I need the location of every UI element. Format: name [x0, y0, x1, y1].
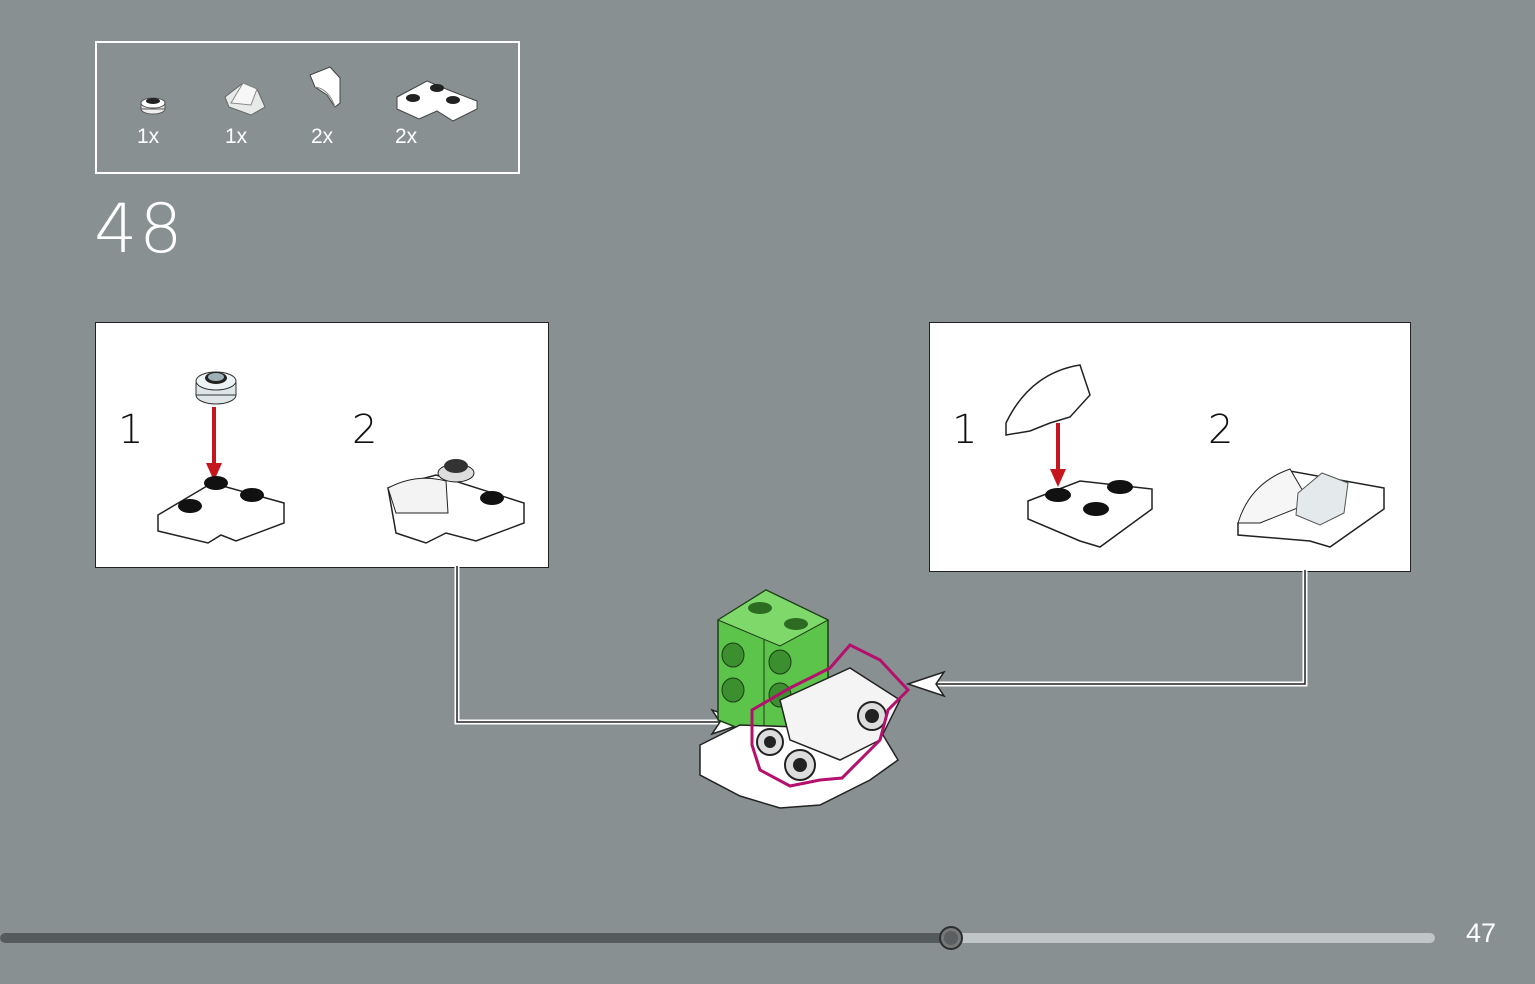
progress-slider-thumb[interactable]	[938, 926, 963, 950]
part-qty: 1x	[225, 125, 248, 148]
substep-number: 1	[952, 407, 978, 453]
corner-plate-icon	[1027, 480, 1153, 548]
left-subassembly-panel: 1 2	[95, 322, 549, 568]
corner-plate-icon	[396, 80, 478, 122]
step-number: 48	[94, 190, 185, 269]
corner-plate-icon	[157, 476, 285, 544]
white-base	[699, 667, 901, 809]
substep-number: 2	[352, 407, 378, 453]
part-slope: 1x	[221, 63, 301, 158]
substep-number: 2	[1208, 407, 1234, 453]
part-corner-plate: 2x	[393, 63, 483, 158]
part-qty: 1x	[137, 125, 160, 148]
part-curved-wedge: 2x	[307, 63, 387, 158]
progress-fill	[0, 933, 950, 943]
arrow-down-icon	[206, 407, 222, 481]
right-subassembly-illustration	[1005, 364, 1385, 548]
arrow-down-icon	[1050, 423, 1066, 487]
arrow-left-icon	[905, 670, 946, 698]
combined-plate-icon	[387, 459, 525, 544]
slope-icon	[224, 82, 266, 116]
curved-wedge-icon	[309, 66, 341, 108]
part-qty: 2x	[395, 125, 418, 148]
right-subassembly-panel: 1 2	[929, 322, 1411, 572]
page-progress-slider[interactable]	[0, 926, 1435, 950]
curved-wedge-icon	[1005, 364, 1091, 436]
left-subassembly-illustration	[157, 371, 525, 544]
connector-line-right	[905, 570, 1308, 698]
round-plate-icon	[140, 97, 166, 115]
combined-plate-icon	[1237, 468, 1385, 548]
part-round-plate: 1x	[135, 63, 215, 158]
part-qty: 2x	[311, 125, 334, 148]
page-number: 47	[1466, 918, 1497, 948]
parts-list-box: 1x 1x 2x 2x	[95, 41, 520, 174]
substep-number: 1	[118, 407, 144, 453]
connector-line-left	[454, 566, 751, 736]
highlight-outline	[750, 643, 911, 788]
round-plate-icon	[195, 371, 237, 405]
